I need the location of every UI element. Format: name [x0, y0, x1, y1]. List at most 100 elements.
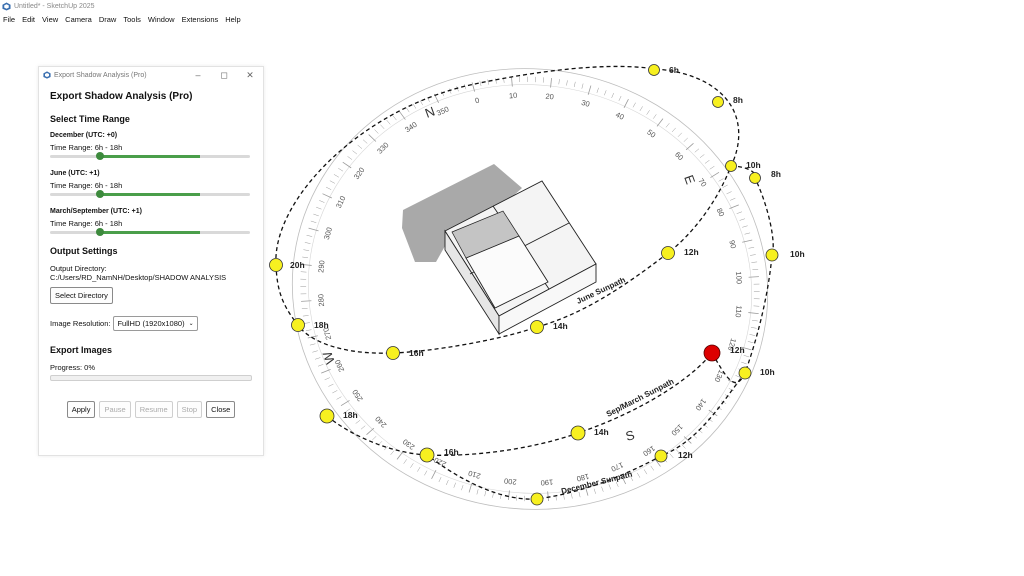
- sun-marker-sepmarch-18h[interactable]: 18h: [319, 408, 358, 424]
- building-model[interactable]: [444, 180, 597, 336]
- dial-tick: [384, 445, 389, 451]
- sun-marker-june-14h[interactable]: 14h: [530, 320, 568, 334]
- sun-label: 12h: [684, 247, 699, 257]
- dial-tick: [707, 418, 713, 422]
- menu-help[interactable]: Help: [225, 14, 241, 24]
- menu-view[interactable]: View: [42, 14, 59, 24]
- dial-tick: [593, 488, 596, 494]
- sun-marker-june-10h[interactable]: 10h: [725, 160, 761, 172]
- menu-extensions[interactable]: Extensions: [181, 14, 219, 24]
- dial-tick: [340, 400, 350, 407]
- building-shadow: [402, 164, 522, 262]
- resolution-select[interactable]: FullHD (1920x1080) ⌄: [113, 316, 198, 331]
- dial-tick: [441, 91, 445, 97]
- dial-tick: [305, 329, 312, 331]
- dial-tick: [468, 483, 473, 493]
- dial-tick: [333, 174, 339, 178]
- dial-tick: [718, 178, 724, 182]
- dial-tick: [742, 225, 748, 228]
- marsep-range-slider[interactable]: [50, 228, 250, 236]
- sun-marker-sepmarch-8h[interactable]: 8h: [749, 169, 781, 184]
- menu-edit[interactable]: Edit: [22, 14, 36, 24]
- dial-tick: [665, 123, 670, 128]
- compass-dial: [291, 68, 769, 510]
- dial-degree-label: 150: [670, 422, 685, 437]
- dial-tick: [380, 124, 385, 130]
- sun-marker-sepmarch-12h-current[interactable]: 12h: [703, 344, 745, 362]
- compass-west: W: [319, 349, 338, 366]
- minimize-icon[interactable]: –: [195, 70, 201, 80]
- sun-marker-december-10h[interactable]: 10h: [738, 366, 775, 380]
- resolution-value: FullHD (1920x1080): [117, 319, 185, 328]
- resume-button[interactable]: Resume: [134, 401, 173, 418]
- slider-start-handle[interactable]: [96, 152, 104, 160]
- sun-label: 20h: [290, 260, 305, 270]
- dial-degree-label: 120: [726, 337, 738, 352]
- sun-label: 10h: [746, 160, 761, 170]
- sketchup-logo-icon: [43, 71, 51, 79]
- dial-tick: [412, 103, 417, 109]
- dial-tick: [352, 150, 358, 155]
- close-button[interactable]: Close: [206, 401, 236, 418]
- maximize-icon[interactable]: ◻: [220, 69, 228, 80]
- dial-tick: [324, 377, 330, 381]
- sun-marker-june-20h[interactable]: 20h: [269, 258, 305, 272]
- slider-start-handle[interactable]: [96, 228, 104, 236]
- slider-start-handle[interactable]: [96, 190, 104, 198]
- apply-button[interactable]: Apply: [66, 401, 96, 418]
- stop-button[interactable]: Stop: [176, 401, 203, 418]
- dial-tick: [675, 448, 680, 454]
- dial-degree-label: 80: [715, 207, 727, 218]
- sun-marker-june-8h[interactable]: 8h: [712, 95, 743, 108]
- dial-degree-label: 40: [614, 110, 625, 122]
- sun-marker-sepmarch-14h[interactable]: 14h: [570, 425, 609, 441]
- dial-tick: [302, 315, 309, 317]
- dial-tick: [722, 184, 728, 188]
- sun-marker-sepmarch-16h[interactable]: 16h: [419, 447, 459, 463]
- dial-tick: [750, 327, 757, 329]
- dial-tick: [347, 156, 353, 160]
- dial-degree-label: 130: [712, 368, 726, 383]
- sun-marker-june-16h[interactable]: 16h: [386, 346, 424, 360]
- dial-tick: [492, 492, 494, 498]
- dial-degree-label: 300: [322, 226, 334, 241]
- sun-label: 14h: [594, 427, 609, 437]
- dial-tick: [601, 486, 604, 492]
- dial-degree-label: 280: [316, 294, 326, 307]
- dial-tick: [448, 88, 452, 94]
- sun-marker-june-12h[interactable]: 12h: [661, 246, 699, 260]
- dial-tick: [742, 239, 753, 243]
- menu-window[interactable]: Window: [147, 14, 175, 24]
- dial-tick: [608, 484, 612, 490]
- compass-north: N: [423, 104, 437, 121]
- sun-marker-sepmarch-10h[interactable]: 10h: [765, 248, 805, 262]
- dialog-titlebar[interactable]: Export Shadow Analysis (Pro) – ◻ ✕: [39, 67, 263, 83]
- dial-tick: [405, 107, 410, 113]
- menu-file[interactable]: File: [3, 14, 16, 24]
- menu-draw[interactable]: Draw: [98, 14, 117, 24]
- sun-marker-december-12h[interactable]: 12h: [654, 449, 693, 463]
- menu-camera[interactable]: Camera: [65, 14, 92, 24]
- dial-tick: [748, 276, 759, 278]
- december-range-slider[interactable]: [50, 152, 250, 160]
- dial-degree-label: 110: [733, 305, 743, 318]
- dial-tick: [749, 334, 756, 336]
- dial-tick: [630, 476, 634, 482]
- june-range-slider[interactable]: [50, 190, 250, 198]
- select-directory-button[interactable]: Select Directory: [50, 287, 113, 304]
- dial-degree-label: 70: [696, 177, 708, 189]
- sun-marker-december-14h[interactable]: [530, 492, 544, 506]
- sun-marker-june-18h[interactable]: 18h: [291, 318, 329, 332]
- dial-degree-label: 210: [467, 469, 482, 481]
- dial-tick: [653, 114, 657, 119]
- sun-label: 16h: [444, 447, 459, 457]
- dial-tick: [396, 451, 404, 460]
- sun-marker-june-6h[interactable]: 6h: [648, 64, 679, 76]
- menu-tools[interactable]: Tools: [123, 14, 141, 24]
- dial-tick: [390, 450, 395, 455]
- dial-tick: [357, 144, 363, 149]
- close-icon[interactable]: ✕: [246, 69, 254, 80]
- pause-button[interactable]: Pause: [99, 401, 131, 418]
